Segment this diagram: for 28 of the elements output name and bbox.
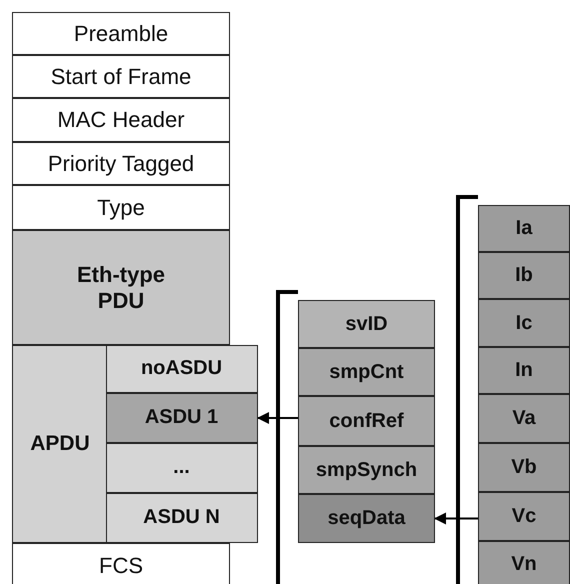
frame-field: Ib (478, 252, 570, 299)
arrow (434, 512, 478, 524)
frame-field: seqData (298, 494, 435, 543)
frame-field: Vb (478, 443, 570, 492)
frame-field: Vn (478, 541, 570, 584)
arrow (257, 412, 298, 424)
frame-field: Ia (478, 205, 570, 252)
frame-field: smpSynch (298, 446, 435, 494)
frame-field: svID (298, 300, 435, 348)
frame-field: ASDU 1 (106, 392, 258, 442)
frame-field: MAC Header (12, 98, 230, 142)
field-label: APDU (29, 432, 91, 456)
frame-field: FCS (12, 543, 230, 584)
frame-field (12, 345, 258, 543)
frame-field: Preamble (12, 12, 230, 55)
frame-field: Eth-type PDU (12, 230, 230, 345)
frame-field: Ic (478, 299, 570, 347)
frame-field: ... (106, 442, 258, 492)
frame-field: smpCnt (298, 348, 435, 396)
frame-field: confRef (298, 396, 435, 446)
frame-field: In (478, 347, 570, 394)
frame-field: Type (12, 185, 230, 230)
frame-field: ASDU N (106, 492, 258, 542)
frame-field: Start of Frame (12, 55, 230, 98)
frame-field: noASDU (106, 344, 258, 392)
frame-field: Vc (478, 492, 570, 541)
frame-field: Priority Tagged (12, 142, 230, 185)
frame-field: Va (478, 394, 570, 443)
